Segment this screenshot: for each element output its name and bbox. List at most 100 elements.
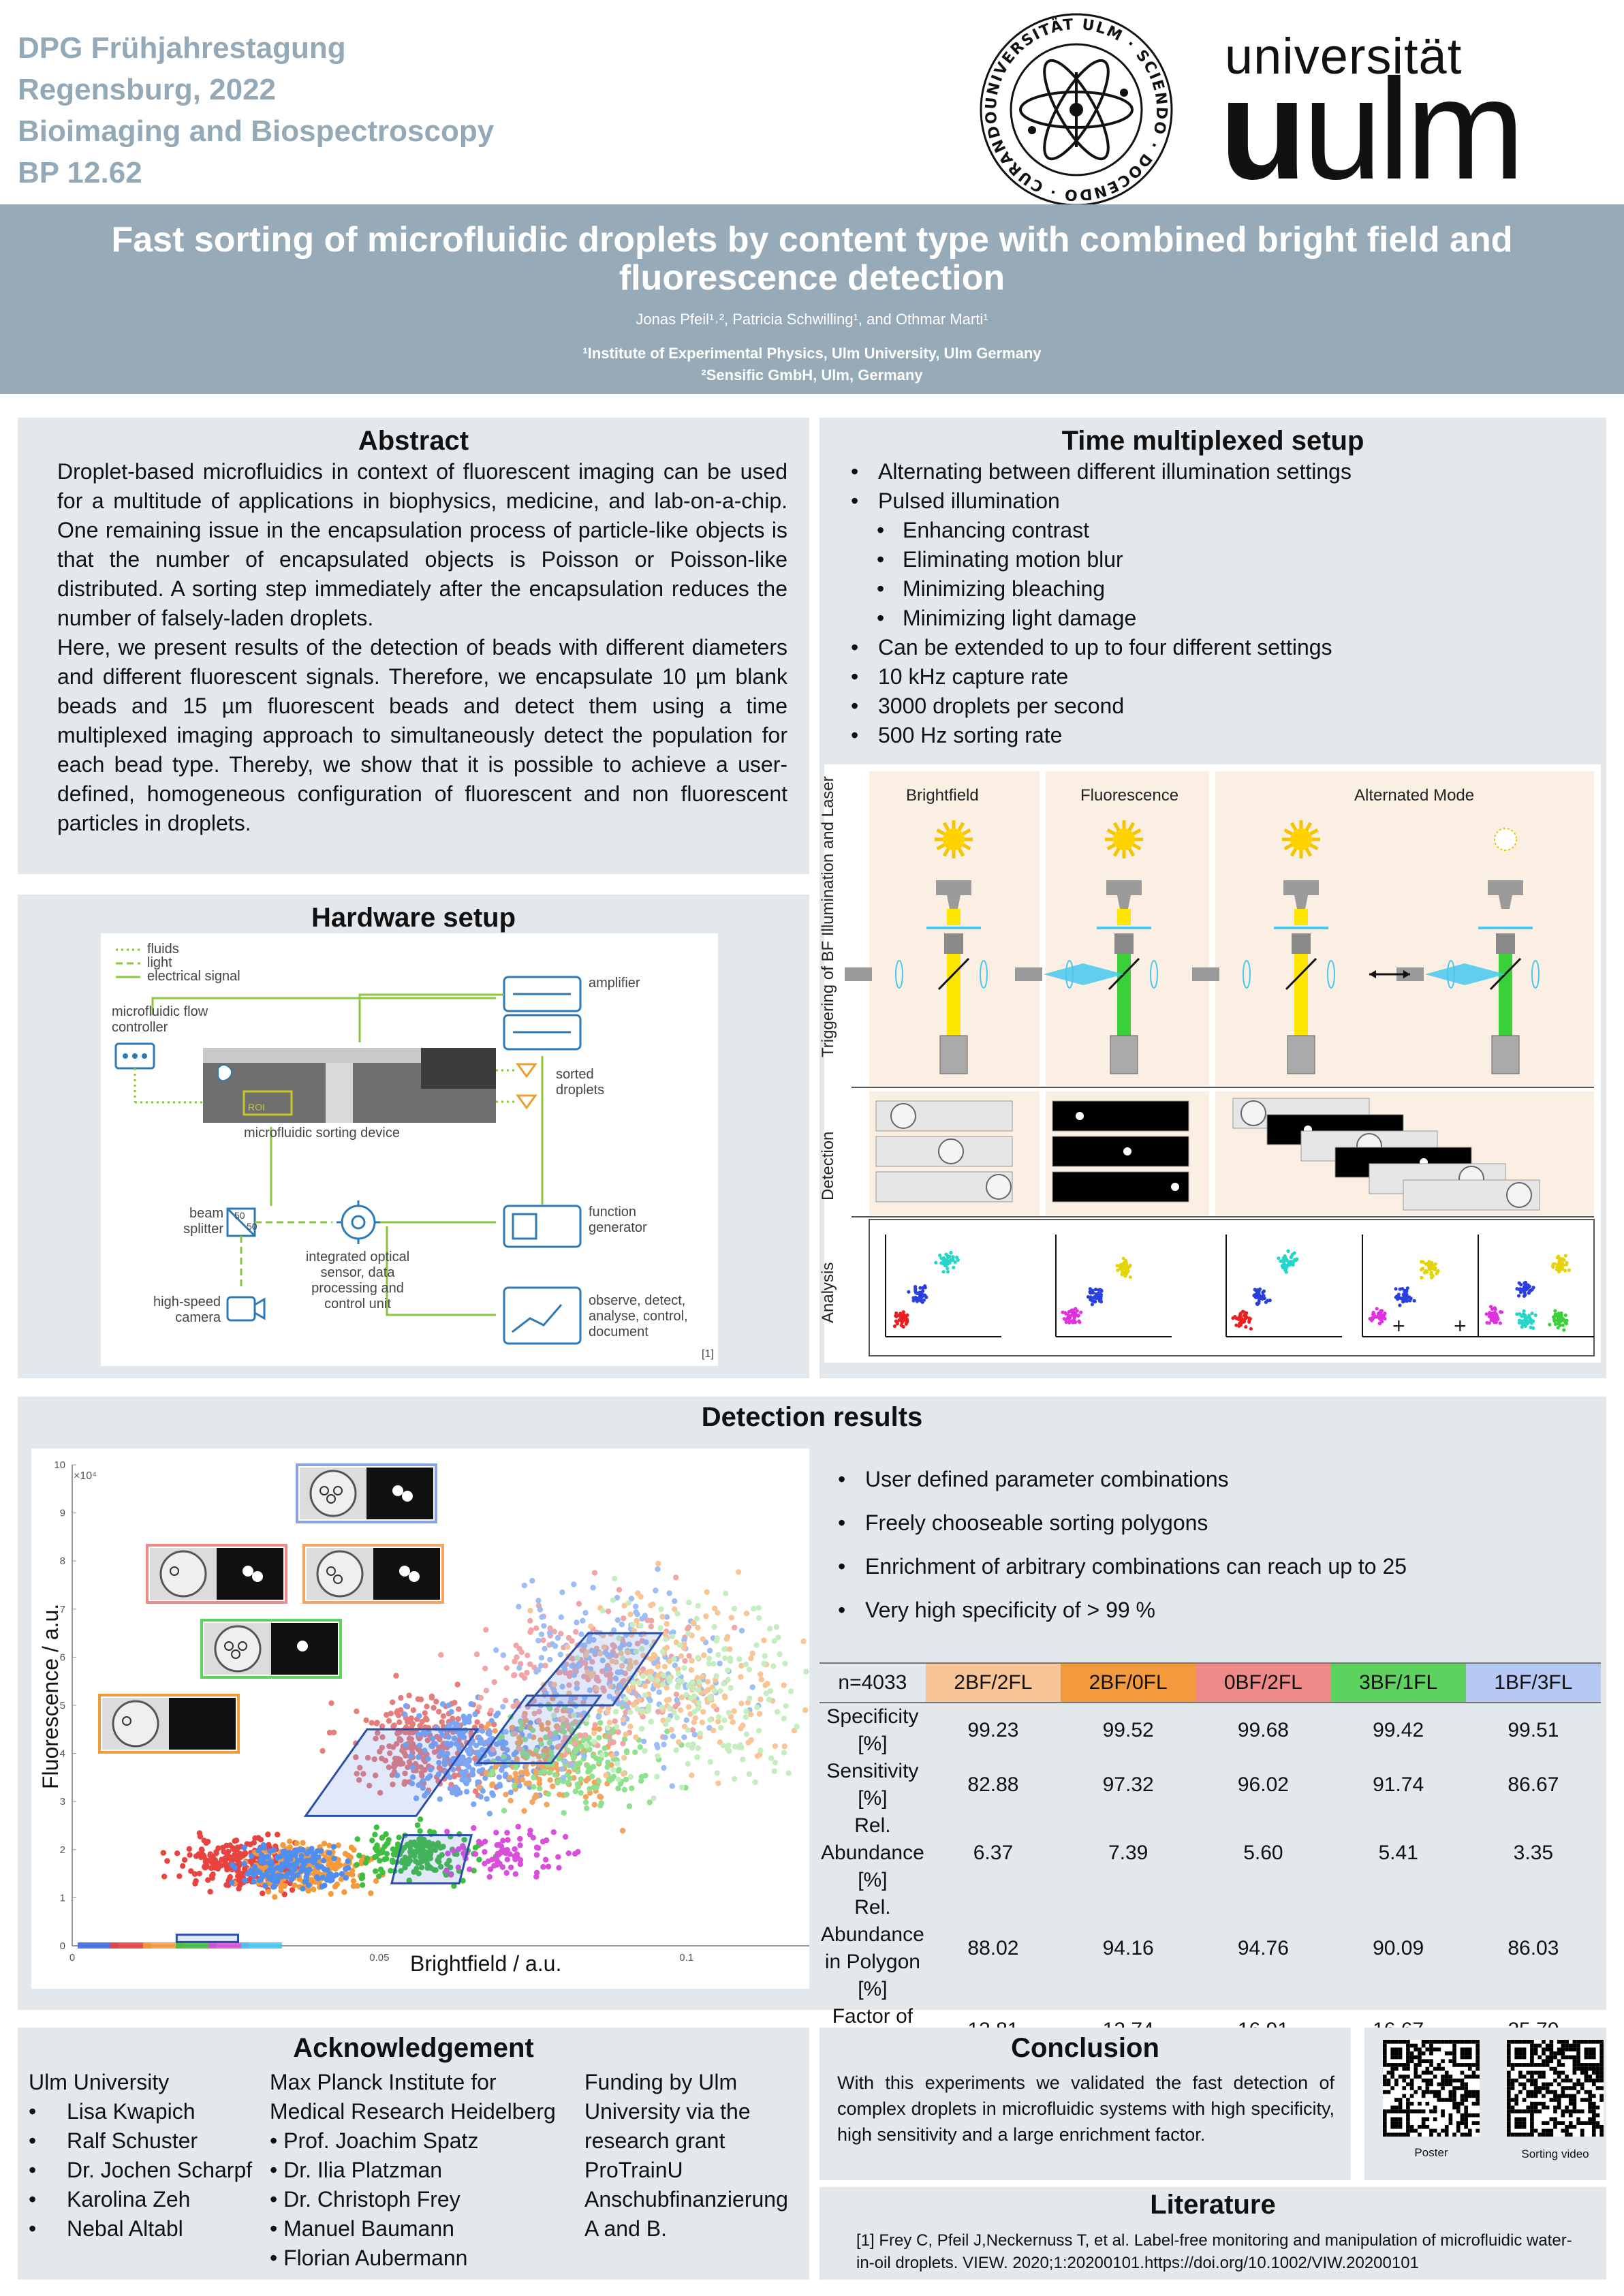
scatter-point <box>319 1874 326 1880</box>
scatter-point <box>384 1850 390 1857</box>
mini-point <box>941 1262 946 1266</box>
qr-code-video[interactable] <box>1507 2040 1604 2137</box>
scatter-point <box>450 1767 456 1773</box>
scatter-point <box>621 1755 627 1761</box>
label-camera: high-speed camera <box>153 1294 221 1325</box>
mini-point <box>951 1255 955 1259</box>
scatter-point <box>503 1791 509 1798</box>
qr-module <box>1588 2066 1592 2071</box>
qr-module <box>1467 2090 1472 2094</box>
scatter-point <box>563 1833 569 1840</box>
mini-point <box>1255 1302 1260 1306</box>
scatter-point <box>373 1735 379 1741</box>
qr-module <box>1553 2090 1557 2094</box>
scatter-point <box>696 1700 702 1706</box>
camera-body <box>1287 1035 1315 1074</box>
qr-module <box>1471 2121 1476 2125</box>
qr-module <box>1549 2082 1554 2087</box>
table-column-header: 2BF/0FL <box>1061 1662 1196 1703</box>
qr-module <box>1394 2040 1399 2044</box>
scatter-point <box>651 1795 657 1801</box>
scatter-point <box>501 1808 507 1814</box>
thumbnail-fluorescent-bead <box>297 1641 308 1651</box>
mini-point <box>1234 1323 1238 1327</box>
scatter-point <box>204 1838 211 1845</box>
qr-module <box>1533 2051 1538 2055</box>
mini-point <box>914 1287 918 1291</box>
qr-module <box>1441 2113 1445 2117</box>
scatter-point <box>409 1765 416 1771</box>
qr-module <box>1421 2094 1426 2098</box>
scatter-point <box>187 1852 193 1858</box>
scatter-point <box>527 1733 533 1739</box>
qr-module <box>1402 2078 1407 2083</box>
mini-point <box>1237 1315 1241 1319</box>
timemux-bullet: Alternating between different illuminati… <box>848 457 1584 486</box>
qr-module <box>1545 2121 1550 2125</box>
thumbnail-fluorescent-bead <box>402 1491 413 1502</box>
qr-module <box>1514 2040 1519 2044</box>
scatter-point <box>609 1752 616 1758</box>
scatter-point <box>402 1770 408 1777</box>
scatter-point <box>627 1611 634 1617</box>
qr-module <box>1591 2063 1596 2067</box>
scatter-point <box>604 1671 610 1678</box>
scatter-point <box>466 1719 472 1725</box>
qr-module <box>1433 2040 1437 2044</box>
scatter-point <box>758 1696 764 1703</box>
qr-code-poster[interactable] <box>1383 2040 1480 2137</box>
scatter-point <box>645 1707 651 1713</box>
qr-module <box>1409 2055 1414 2060</box>
qr-module <box>1456 2121 1461 2125</box>
scatter-point <box>436 1760 442 1766</box>
scatter-point <box>315 1876 322 1882</box>
scatter-point <box>486 1874 493 1880</box>
scatter-point <box>270 1847 277 1853</box>
qr-module <box>1398 2055 1403 2060</box>
qr-module <box>1557 2094 1561 2098</box>
qr-module <box>1526 2078 1531 2083</box>
scatter-point <box>311 1887 317 1893</box>
scatter-point <box>756 1711 763 1717</box>
qr-module <box>1557 2063 1561 2067</box>
qr-module <box>1402 2075 1407 2079</box>
abstract-paragraph-1: Droplet-based microfluidics in context o… <box>57 459 787 630</box>
qr-module <box>1545 2128 1550 2133</box>
mini-point <box>894 1311 899 1316</box>
thumbnail-bead <box>326 1494 336 1504</box>
mini-point <box>1268 1299 1272 1303</box>
mini-point <box>1557 1260 1561 1265</box>
qr-module <box>1533 2128 1538 2133</box>
scatter-point <box>444 1829 450 1835</box>
scatter-point <box>636 1679 642 1686</box>
scatter-point <box>512 1871 518 1877</box>
scatter-point <box>258 1852 264 1859</box>
qr-module <box>1414 2090 1418 2094</box>
scatter-point <box>619 1622 625 1628</box>
scatter-point <box>460 1878 466 1884</box>
scatter-point <box>718 1724 724 1731</box>
scatter-point <box>634 1611 640 1617</box>
qr-module <box>1421 2040 1426 2044</box>
scatter-point <box>373 1824 379 1831</box>
qr-module <box>1553 2094 1557 2098</box>
qr-module <box>1542 2059 1546 2064</box>
qr-module <box>1464 2082 1468 2087</box>
qr-module <box>1433 2109 1437 2113</box>
scatter-point <box>374 1842 380 1848</box>
qr-module <box>1510 2105 1515 2110</box>
scatter-point <box>359 1882 366 1888</box>
mini-point <box>1073 1311 1077 1315</box>
qr-module <box>1549 2090 1554 2094</box>
scatter-point <box>704 1679 711 1685</box>
qr-module <box>1390 2075 1395 2079</box>
mini-point <box>1090 1303 1094 1307</box>
scatter-point <box>651 1660 657 1666</box>
scatter-point <box>516 1665 522 1671</box>
scatter-point <box>223 1882 230 1888</box>
qr-module <box>1588 2047 1592 2052</box>
scatter-point <box>689 1772 695 1778</box>
frame <box>875 1171 1013 1203</box>
mini-point <box>1556 1315 1560 1319</box>
